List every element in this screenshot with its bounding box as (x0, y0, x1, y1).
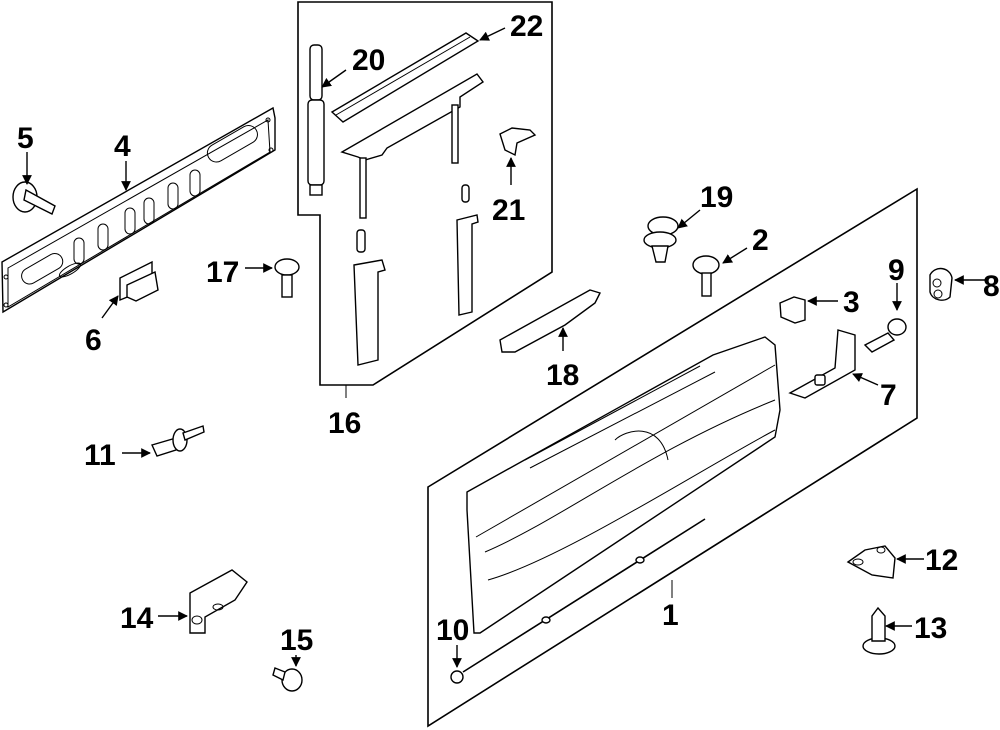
callout-6: 6 (85, 324, 102, 357)
callout-1: 1 (662, 599, 679, 632)
part-release-rod[interactable] (450, 518, 706, 684)
callout-4: 4 (114, 130, 131, 163)
callout-5: 5 (17, 122, 34, 155)
callout-9: 9 (888, 254, 905, 287)
step-assembly-box (297, 1, 553, 398)
part-striker-bracket[interactable] (846, 545, 896, 579)
part-support-bracket[interactable] (788, 329, 856, 399)
callout-18: 18 (546, 359, 579, 392)
part-retainer-pin[interactable] (862, 606, 896, 655)
part-bracket[interactable] (119, 260, 159, 302)
callout-2: 2 (752, 224, 769, 257)
tailgate-box (427, 187, 918, 728)
part-bumper[interactable] (929, 267, 953, 301)
callout-11: 11 (84, 439, 116, 472)
callout-15: 15 (280, 624, 313, 657)
part-clip-nut[interactable] (779, 296, 806, 324)
callout-12: 12 (925, 544, 958, 577)
part-bolt-17[interactable] (274, 258, 300, 298)
callout-3: 3 (843, 286, 860, 319)
part-hinge[interactable] (189, 569, 248, 634)
callout-14: 14 (120, 602, 154, 635)
callout-17: 17 (206, 256, 239, 289)
part-bolt-2[interactable] (692, 255, 720, 297)
callout-19: 19 (700, 181, 733, 214)
part-trim[interactable] (499, 289, 601, 353)
part-step-legs (353, 184, 479, 366)
callout-7: 7 (880, 379, 897, 412)
part-rivet[interactable] (151, 425, 205, 457)
callout-8: 8 (983, 270, 1000, 303)
callout-20: 20 (352, 44, 385, 77)
part-latch-clip[interactable] (499, 127, 537, 157)
part-step-pad[interactable] (330, 32, 480, 123)
part-step-frame (340, 73, 485, 219)
leader-lines (22, 27, 985, 668)
part-top-cap-molding[interactable] (1, 106, 276, 314)
callout-10: 10 (436, 614, 469, 647)
part-pin[interactable] (12, 181, 56, 215)
callout-22: 22 (510, 10, 543, 43)
callout-labels: 1 2 3 4 5 6 7 8 9 10 11 12 13 14 15 16 1… (17, 10, 1000, 657)
part-tailgate[interactable] (466, 336, 781, 634)
callout-13: 13 (914, 612, 947, 645)
part-screw[interactable] (272, 667, 303, 692)
callout-21: 21 (492, 194, 525, 227)
part-handle-rod[interactable] (307, 44, 325, 196)
part-pivot-bolt[interactable] (863, 318, 907, 353)
callout-16: 16 (328, 407, 361, 440)
part-push-clip[interactable] (643, 216, 679, 263)
